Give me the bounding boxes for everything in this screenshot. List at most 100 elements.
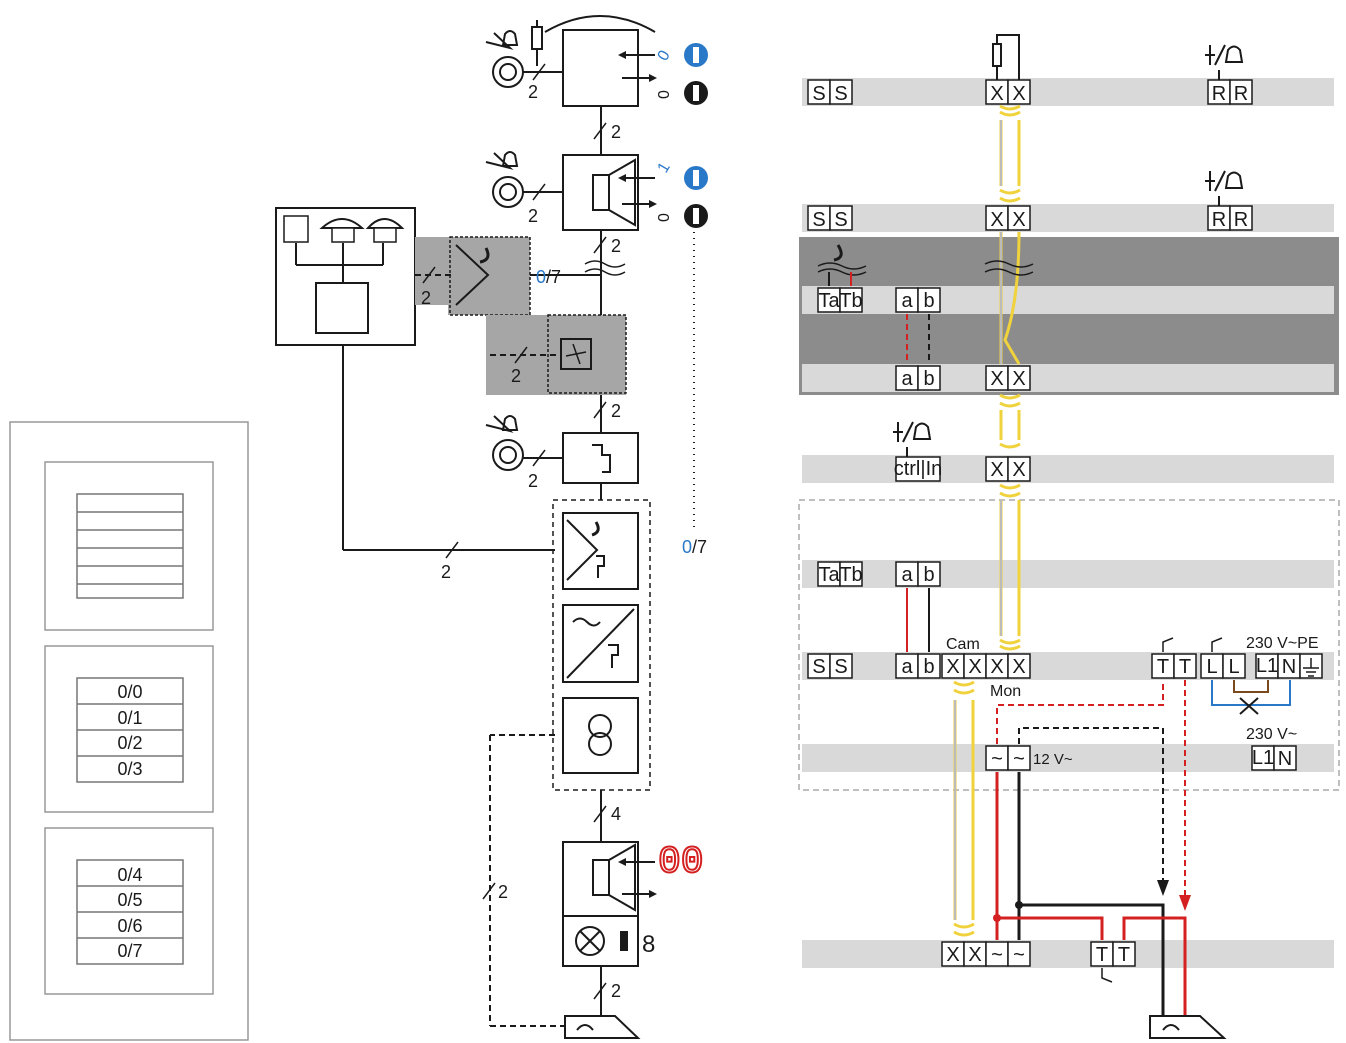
- transformer-icon: [562, 697, 639, 774]
- wire-count-label: 2: [528, 206, 538, 226]
- keypad-panel: 0/0 0/1 0/2 0/3 0/4 0/5 0/6 0/7: [9, 421, 249, 1041]
- keypad-button-0-6[interactable]: 0/6: [117, 916, 142, 936]
- wire-count-label: 2: [611, 981, 621, 1001]
- control-unit: [482, 499, 651, 1027]
- terminal-x: X: [990, 368, 1003, 390]
- terminal-s: S: [834, 83, 847, 105]
- keypad-button-0-1[interactable]: 0/1: [117, 708, 142, 728]
- mon-label: Mon: [990, 683, 1021, 700]
- door-opener-icon: [992, 34, 1020, 80]
- cam-label: Cam: [946, 636, 980, 653]
- terminal-x: X: [990, 83, 1003, 105]
- terminal-a: a: [901, 564, 913, 586]
- terminal-s: S: [812, 83, 825, 105]
- indicator-black-mid: [684, 204, 708, 228]
- terminal-x: X: [1012, 368, 1025, 390]
- terminal-x: X: [990, 209, 1003, 231]
- terminal-x: X: [946, 944, 959, 966]
- terminal-l: L: [1228, 656, 1239, 678]
- terminal-ctrl-in: ctrl|In: [894, 458, 943, 480]
- terminal-l: L: [1206, 656, 1217, 678]
- blank-module-lines: [76, 493, 184, 599]
- camera-icon-2: [485, 151, 524, 208]
- voltage-230-label: 230 V~: [1246, 726, 1297, 743]
- address-label-upper: 0/7: [536, 267, 561, 287]
- outdoor-station-top: [522, 15, 657, 107]
- terminal-ta: Ta: [818, 564, 840, 586]
- keypad-button-0-4[interactable]: 0/4: [117, 865, 142, 885]
- terminal-r: R: [1212, 83, 1226, 105]
- wire-count-label: 2: [498, 882, 508, 902]
- indicator-blue-top: [684, 43, 708, 67]
- indicator-blue-mid: [684, 166, 708, 190]
- terminal-b: b: [923, 368, 934, 390]
- indicator-label-top-blue: 0: [655, 48, 674, 64]
- terminal-x: X: [968, 944, 981, 966]
- keypad-module-mid: [44, 645, 214, 813]
- wire-count-label: 2: [611, 236, 621, 256]
- outdoor-station-2: [522, 154, 657, 231]
- terminal-x: X: [990, 656, 1003, 678]
- terminal-x: X: [1012, 656, 1025, 678]
- terminal-tilde: ~: [1013, 748, 1025, 770]
- terminal-tb: Tb: [839, 564, 862, 586]
- terminal-a: a: [901, 290, 913, 312]
- terminal-s: S: [812, 209, 825, 231]
- terminal-r: R: [1212, 209, 1226, 231]
- terminal-x: X: [946, 656, 959, 678]
- terminal-l1: L1: [1256, 655, 1278, 677]
- phone-interface-2-shaded: [486, 314, 627, 395]
- terminal-s: S: [834, 209, 847, 231]
- display-digits: 00: [658, 841, 704, 884]
- terminal-a: a: [901, 656, 913, 678]
- doorbell-button-icon: [893, 44, 1244, 457]
- terminal-tilde: ~: [1013, 944, 1025, 966]
- terminal-n: N: [1278, 748, 1292, 770]
- indicator-black-top: [684, 81, 708, 105]
- address-label-lower: 0/7: [682, 537, 707, 557]
- keypad-module-top: [44, 461, 214, 631]
- block-diagram: [275, 15, 695, 1039]
- indicator-label-mid-black: 0: [656, 213, 673, 222]
- terminal-x: X: [990, 459, 1003, 481]
- terminal-l1: L1: [1252, 747, 1274, 769]
- doorbell-button-icon: [1149, 1015, 1227, 1039]
- keypad-button-0-2[interactable]: 0/2: [117, 733, 142, 753]
- terminal-b: b: [923, 290, 934, 312]
- wire-count-label: 4: [611, 804, 621, 824]
- phone-icon: [817, 244, 867, 286]
- outdoor-station-3: [485, 415, 639, 484]
- indicator-label-mid-blue: 1: [655, 160, 674, 176]
- bell-icon: [501, 30, 519, 46]
- voltage-12-label: 12 V~: [1033, 751, 1073, 768]
- terminal-n: N: [1282, 656, 1296, 678]
- keypad-module-bottom: [44, 827, 214, 995]
- display-8: 8: [642, 931, 655, 958]
- terminal-r: R: [1234, 83, 1248, 105]
- terminal-tb: Tb: [839, 290, 862, 312]
- terminal-t: T: [1096, 944, 1108, 966]
- terminal-s: S: [834, 656, 847, 678]
- terminal-tilde: ~: [991, 944, 1003, 966]
- terminal-a: a: [901, 368, 913, 390]
- terminal-b: b: [923, 656, 934, 678]
- terminal-ta: Ta: [818, 290, 840, 312]
- keypad-button-0-3[interactable]: 0/3: [117, 759, 142, 779]
- wiring-right: S S X X R R S S X X R R Ta Tb a b a b X …: [798, 34, 1340, 1039]
- indicator-label-top-black: 0: [656, 90, 673, 99]
- keypad-button-0-0[interactable]: 0/0: [117, 682, 142, 702]
- terminal-x: X: [968, 656, 981, 678]
- phone-interface-shaded: [415, 236, 601, 316]
- keypad-button-0-5[interactable]: 0/5: [117, 890, 142, 910]
- light-icon: [575, 926, 628, 956]
- terminal-x: X: [1012, 83, 1025, 105]
- wire-count-label: 2: [421, 288, 431, 308]
- terminal-x: X: [1012, 459, 1025, 481]
- keypad-button-0-7[interactable]: 0/7: [117, 941, 142, 961]
- doorbell-button-icon: [564, 1015, 641, 1039]
- wire-count-label: 2: [611, 122, 621, 142]
- voltage-230-pe-label: 230 V~PE: [1246, 635, 1319, 652]
- terminal-t: T: [1157, 656, 1169, 678]
- terminal-x: X: [1012, 209, 1025, 231]
